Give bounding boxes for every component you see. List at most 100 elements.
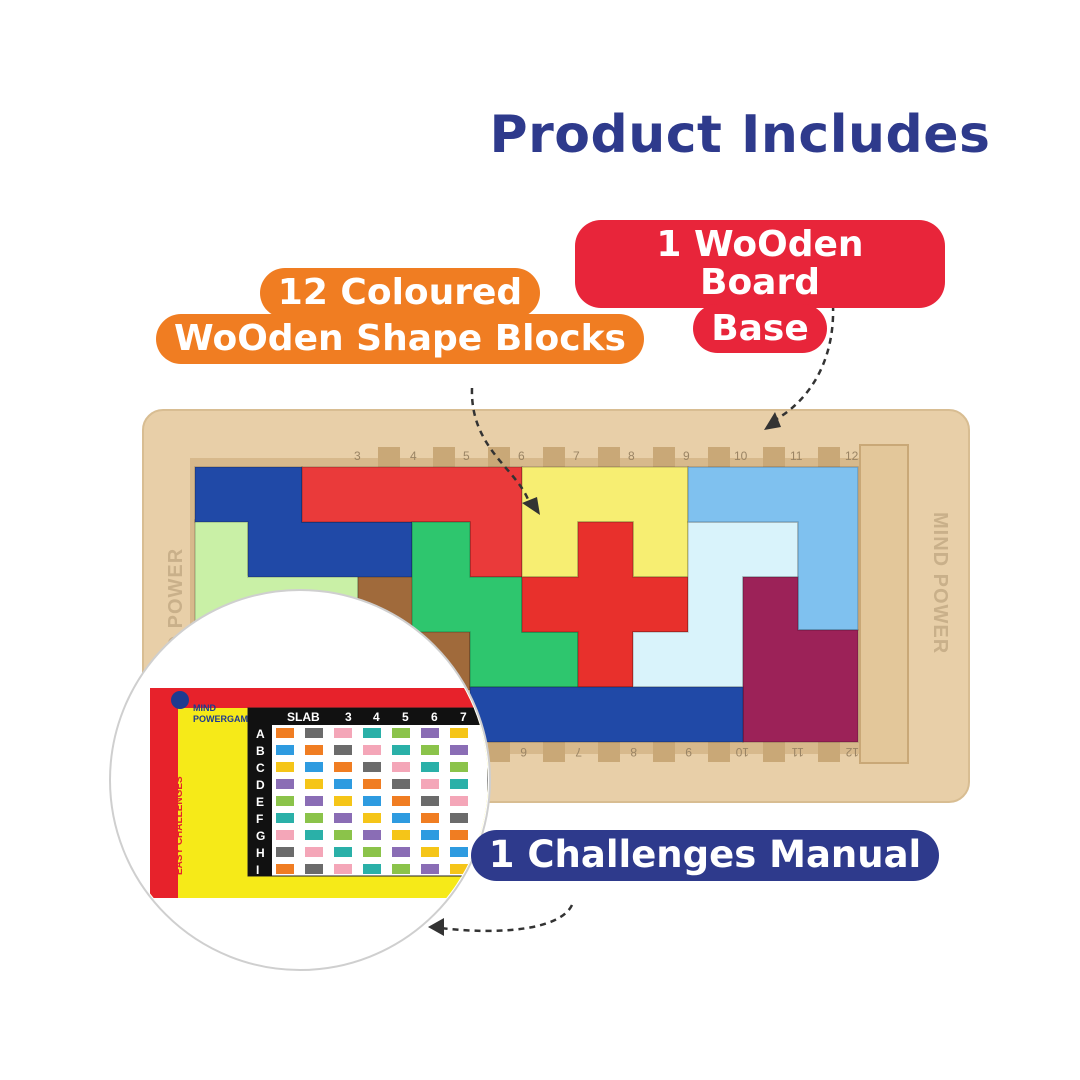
board-number: 11 (791, 745, 804, 759)
manual-shape-cell (450, 745, 468, 755)
manual-column-header: 5 (402, 710, 409, 724)
board-number: 5 (463, 449, 470, 463)
board-number: 6 (520, 745, 527, 759)
manual-shape-cell (421, 796, 439, 806)
manual-shape-cell (334, 796, 352, 806)
board-bottom-numbers: 6 7 8 9 10 11 12 (520, 745, 859, 759)
board-number: 8 (628, 449, 635, 463)
manual-row-header: D (256, 778, 265, 792)
manual-row-header: I (256, 863, 259, 877)
manual-column-header: 4 (373, 710, 380, 724)
manual-shape-cell (363, 728, 381, 738)
manual-shape-cell (450, 779, 468, 789)
manual-column-header: 6 (431, 710, 438, 724)
board-top-slots (378, 447, 840, 467)
manual-shape-cell (276, 745, 294, 755)
manual-row-header: B (256, 744, 265, 758)
manual-shape-cell (421, 813, 439, 823)
arrowhead-blocks (522, 497, 540, 515)
manual-shape-cell (450, 864, 468, 874)
manual-row-header: H (256, 846, 265, 860)
manual-shape-cell (421, 847, 439, 857)
manual-shape-cell (305, 745, 323, 755)
board-top-numbers: 3 4 5 6 7 8 9 10 11 12 (354, 449, 859, 463)
manual-shape-cell (450, 762, 468, 772)
manual-shape-cell (421, 830, 439, 840)
manual-shape-cell (450, 813, 468, 823)
manual-shape-cell (421, 779, 439, 789)
manual-column-headers: SLAB 3 4 5 6 7 (287, 710, 467, 724)
manual-shape-cell (392, 779, 410, 789)
board-base-label: 1 WoOden Board Base (575, 220, 945, 354)
manual-shape-cell (450, 830, 468, 840)
manual-shape-cell (305, 830, 323, 840)
manual-shape-cell (305, 847, 323, 857)
manual-shape-cell (305, 813, 323, 823)
board-sliding-bar (859, 444, 909, 764)
manual-shape-cell (392, 728, 410, 738)
manual-shape-cell (276, 813, 294, 823)
challenges-manual-card: MIND POWERGAME EASY CHALLENGES SLAB 3 4 … (150, 688, 488, 898)
manual-shape-cell (334, 813, 352, 823)
shape-blocks-label-line-1: 12 Coloured (259, 268, 541, 318)
manual-shape-cell (363, 779, 381, 789)
manual-row-header: F (256, 812, 263, 826)
shape-blocks-label: 12 Coloured WoOden Shape Blocks (150, 268, 650, 364)
manual-shape-cell (276, 830, 294, 840)
board-number: 10 (734, 449, 748, 463)
arrow-blocks (470, 387, 532, 506)
board-number: 12 (845, 449, 859, 463)
brand-line-2: POWERGAME (193, 714, 254, 724)
page-heading: Product Includes (489, 105, 991, 165)
board-side-text-right-outer: MIND POWER (929, 512, 951, 654)
manual-shape-cell (421, 745, 439, 755)
manual-shape-cell (305, 779, 323, 789)
manual-shape-cell (305, 728, 323, 738)
manual-shape-cell (450, 796, 468, 806)
manual-shape-cell (363, 847, 381, 857)
arrow-manual (439, 904, 574, 933)
board-number: 8 (630, 745, 637, 759)
manual-shape-cell (276, 864, 294, 874)
brand-line-1: MIND (193, 703, 216, 713)
board-number: 7 (573, 449, 580, 463)
board-number: 6 (518, 449, 525, 463)
manual-shape-cells (276, 728, 468, 874)
manual-column-header: SLAB (287, 710, 320, 724)
challenges-manual-label-text: 1 Challenges Manual (470, 830, 940, 881)
manual-column-header: 7 (460, 710, 467, 724)
manual-shape-cell (392, 847, 410, 857)
manual-shape-cell (334, 745, 352, 755)
manual-shape-cell (392, 830, 410, 840)
manual-row-header: C (256, 761, 265, 775)
manual-row-headers: A B C D E F G H I (256, 727, 265, 877)
manual-shape-cell (363, 864, 381, 874)
manual-row-header: E (256, 795, 264, 809)
board-number: 12 (845, 745, 859, 759)
manual-shape-cell (450, 728, 468, 738)
manual-shape-cell (305, 864, 323, 874)
manual-shape-cell (392, 813, 410, 823)
board-number: 11 (790, 449, 803, 463)
manual-shape-cell (334, 864, 352, 874)
manual-shape-cell (334, 728, 352, 738)
board-number: 4 (410, 449, 417, 463)
manual-shape-cell (392, 864, 410, 874)
arrowhead-board (764, 412, 781, 430)
manual-shape-cell (305, 762, 323, 772)
board-number: 9 (685, 745, 692, 759)
manual-shape-cell (276, 762, 294, 772)
manual-shape-cell (450, 847, 468, 857)
manual-shape-cell (421, 864, 439, 874)
board-base-label-line-1: 1 WoOden Board (575, 220, 945, 308)
manual-column-header: 3 (345, 710, 352, 724)
coloured-wooden-blocks (194, 466, 859, 743)
manual-row-header: A (256, 727, 265, 741)
manual-row-header: G (256, 829, 265, 843)
board-number: 3 (354, 449, 361, 463)
manual-shape-cell (334, 762, 352, 772)
manual-shape-cell (363, 830, 381, 840)
manual-side-label: EASY CHALLENGES (174, 776, 185, 875)
manual-shape-cell (421, 728, 439, 738)
